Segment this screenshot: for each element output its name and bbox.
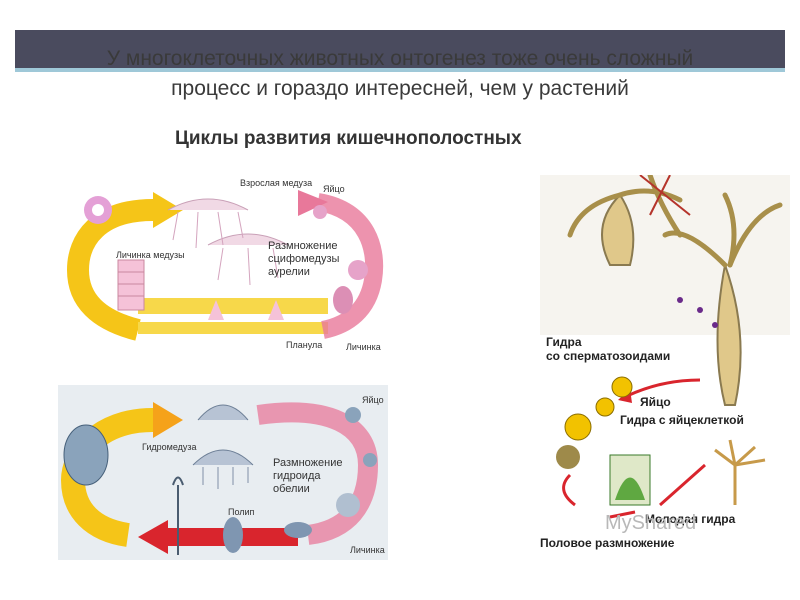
label-hydra-egg-cell: Яйцо bbox=[640, 395, 671, 409]
label-hydra-with-egg: Гидра с яйцеклеткой bbox=[620, 413, 744, 427]
slide-title: У многоклеточных животных онтогенез тоже… bbox=[0, 44, 800, 104]
label-larva: Личинка bbox=[350, 545, 385, 555]
slide-title-line-2: процесс и гораздо интересней, чем у раст… bbox=[0, 74, 800, 104]
label-medusa-larva: Личинка медузы bbox=[116, 250, 185, 260]
obelia-center-line-2: гидроида bbox=[273, 470, 342, 483]
egg-icon bbox=[612, 377, 632, 397]
label-aurelia-center: Размножение сцифомедузы аурелии bbox=[268, 240, 339, 279]
aurelia-cycle-diagram: Взрослая медуза Яйцо Личинка медузы Разм… bbox=[58, 170, 388, 355]
label-egg: Яйцо bbox=[362, 395, 384, 405]
hydra-sperm-line-1: Гидра bbox=[546, 335, 670, 349]
label-sexual-reproduction: Половое размножение bbox=[540, 536, 674, 550]
label-hydra-sperm: Гидра со сперматозоидами bbox=[546, 335, 670, 363]
hydra-reproduction-diagram: Гидра со сперматозоидами Яйцо Гидра с яй… bbox=[540, 175, 790, 555]
hydra-illustration bbox=[540, 175, 790, 555]
obelia-center-line-3: обелии bbox=[273, 483, 342, 496]
label-egg: Яйцо bbox=[323, 184, 345, 194]
aurelia-center-line-2: сцифомедузы bbox=[268, 253, 339, 266]
egg-icon bbox=[313, 205, 327, 219]
label-planula: Планула bbox=[286, 340, 322, 350]
label-obelia-center: Размножение гидроида обелии bbox=[273, 457, 342, 496]
aurelia-center-line-1: Размножение bbox=[268, 240, 339, 253]
label-polyp: Полип bbox=[228, 507, 254, 517]
hydra-sperm-line-2: со сперматозоидами bbox=[546, 349, 670, 363]
slide-subtitle: Циклы развития кишечнополостных bbox=[175, 128, 522, 150]
watermark: MyShared bbox=[605, 512, 696, 535]
aurelia-center-line-3: аурелии bbox=[268, 266, 339, 279]
label-adult-medusa: Взрослая медуза bbox=[240, 178, 312, 188]
label-hydromedusa: Гидромедуза bbox=[142, 442, 197, 452]
obelia-center-line-1: Размножение bbox=[273, 457, 342, 470]
medusa-larva-icon bbox=[84, 196, 112, 224]
slide-title-line-1: У многоклеточных животных онтогенез тоже… bbox=[0, 44, 800, 74]
obelia-colony-icon bbox=[64, 425, 108, 485]
egg-icon bbox=[345, 407, 361, 423]
strobila-icon bbox=[118, 260, 144, 310]
obelia-cycle-diagram: Яйцо Гидромедуза Размножение гидроида об… bbox=[58, 385, 388, 560]
label-larva: Личинка bbox=[346, 342, 381, 352]
